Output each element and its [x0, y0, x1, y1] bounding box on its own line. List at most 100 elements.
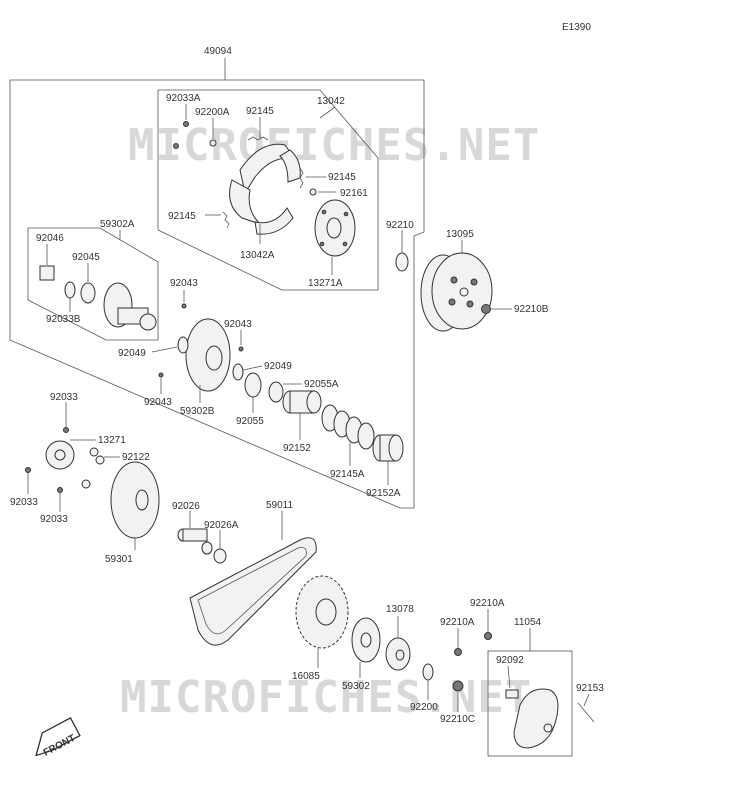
label-92152A: 92152A [366, 488, 401, 499]
label-92152: 92152 [283, 443, 311, 454]
label-11054: 11054 [514, 617, 542, 628]
label-92210A-left: 92210A [440, 617, 475, 628]
diagram-code: E1390 [562, 22, 591, 33]
label-92026A: 92026A [204, 520, 239, 531]
label-92153: 92153 [576, 683, 604, 694]
pin-92043-left [158, 372, 164, 378]
leader-lines [27, 104, 590, 712]
front-direction-badge: FRONT [35, 717, 81, 759]
nut-92210B [481, 304, 491, 314]
cover-11054 [513, 688, 559, 749]
washer-92200A [209, 139, 217, 147]
label-92043-top: 92043 [170, 278, 198, 289]
label-92033-top: 92033 [50, 392, 78, 403]
clutch-housing-13095 [420, 252, 493, 332]
label-92200: 92200 [410, 702, 438, 713]
label-59302B: 59302B [180, 406, 215, 417]
label-92049-left: 92049 [118, 348, 146, 359]
label-92145-right: 92145 [328, 172, 356, 183]
label-92122: 92122 [122, 452, 150, 463]
leader-13042 [319, 106, 336, 119]
label-92026: 92026 [172, 501, 200, 512]
label-59011: 59011 [266, 500, 294, 511]
nut-92210C [452, 680, 464, 692]
label-92033B: 92033B [46, 314, 81, 325]
fan-59302 [351, 617, 381, 663]
o-ring-92055A [268, 381, 284, 403]
label-13042: 13042 [317, 96, 345, 107]
belt-59011 [189, 537, 317, 646]
plate-13271A [314, 199, 356, 257]
label-13078: 13078 [386, 604, 414, 615]
bolt-92153 [577, 702, 595, 723]
springs-92145A [321, 404, 375, 450]
pulley-59302B [185, 318, 231, 392]
label-13095: 13095 [446, 229, 474, 240]
seal-92049-left [177, 336, 189, 354]
label-92145-left: 92145 [168, 211, 196, 222]
label-92210: 92210 [386, 220, 414, 231]
label-92045: 92045 [72, 252, 100, 263]
weight-92122-c [81, 479, 91, 489]
ramp-plate-13271 [45, 440, 75, 470]
pin-92033A-b [173, 143, 179, 149]
label-59302A: 59302A [100, 219, 135, 230]
clutch-shoe-outline [157, 89, 379, 291]
label-92033-bottom: 92033 [40, 514, 68, 525]
label-13042A: 13042A [240, 250, 275, 261]
collar-92152 [282, 390, 322, 414]
label-92092: 92092 [496, 655, 524, 666]
label-92033-left: 92033 [10, 497, 38, 508]
label-92161: 92161 [340, 188, 368, 199]
label-49094: 49094 [204, 46, 232, 57]
label-92055: 92055 [236, 416, 264, 427]
label-92046: 92046 [36, 233, 64, 244]
spring-92145-left [222, 211, 230, 229]
pin-92043-top [181, 303, 187, 309]
label-92200A: 92200A [195, 107, 230, 118]
label-13271A: 13271A [308, 278, 343, 289]
slider-92033-top [63, 427, 69, 433]
pulley-59301 [110, 461, 160, 539]
washer-92161 [309, 188, 317, 196]
watermark-bottom: MICROFICHES.NET [120, 672, 532, 723]
bearing-92046 [39, 265, 55, 281]
label-59301: 59301 [105, 554, 133, 565]
collar-92026 [177, 528, 213, 555]
weight-92122-a [95, 455, 105, 465]
gear-16085 [295, 575, 349, 649]
pin-92033A [183, 121, 189, 127]
pin-92043-mid [238, 346, 244, 352]
clip-92033B [64, 281, 76, 299]
label-16085: 16085 [292, 671, 320, 682]
washer-92200 [422, 663, 434, 681]
label-92043-left: 92043 [144, 397, 172, 408]
watermark-top: MICROFICHES.NET [128, 120, 540, 171]
nut-92210A-left [454, 648, 462, 656]
collar-92152A [372, 434, 404, 462]
seal-92049-right [232, 363, 244, 381]
label-59302: 59302 [342, 681, 370, 692]
label-13271: 13271 [98, 435, 126, 446]
weight-92122-b [89, 447, 99, 457]
bushing-92026A [213, 548, 227, 564]
label-92145A: 92145A [330, 469, 365, 480]
hub-59302A [103, 282, 157, 331]
o-ring-92055 [244, 372, 262, 398]
label-92049-right: 92049 [264, 361, 292, 372]
spring-92145-right [299, 167, 304, 189]
label-92210B: 92210B [514, 304, 549, 315]
seal-92210 [395, 252, 409, 272]
box-59302A [27, 227, 159, 341]
label-92043-mid: 92043 [224, 319, 252, 330]
slider-92033-left [25, 467, 31, 473]
slider-92033-bottom [57, 487, 63, 493]
assembly-49094-outline [9, 79, 425, 509]
label-92210A-right: 92210A [470, 598, 505, 609]
part-labels: 49094 92033A 92200A 92145 13042 92145 92… [10, 46, 604, 725]
bush-92092 [505, 689, 519, 699]
belt-59011-inner [197, 546, 307, 635]
label-92055A: 92055A [304, 379, 339, 390]
